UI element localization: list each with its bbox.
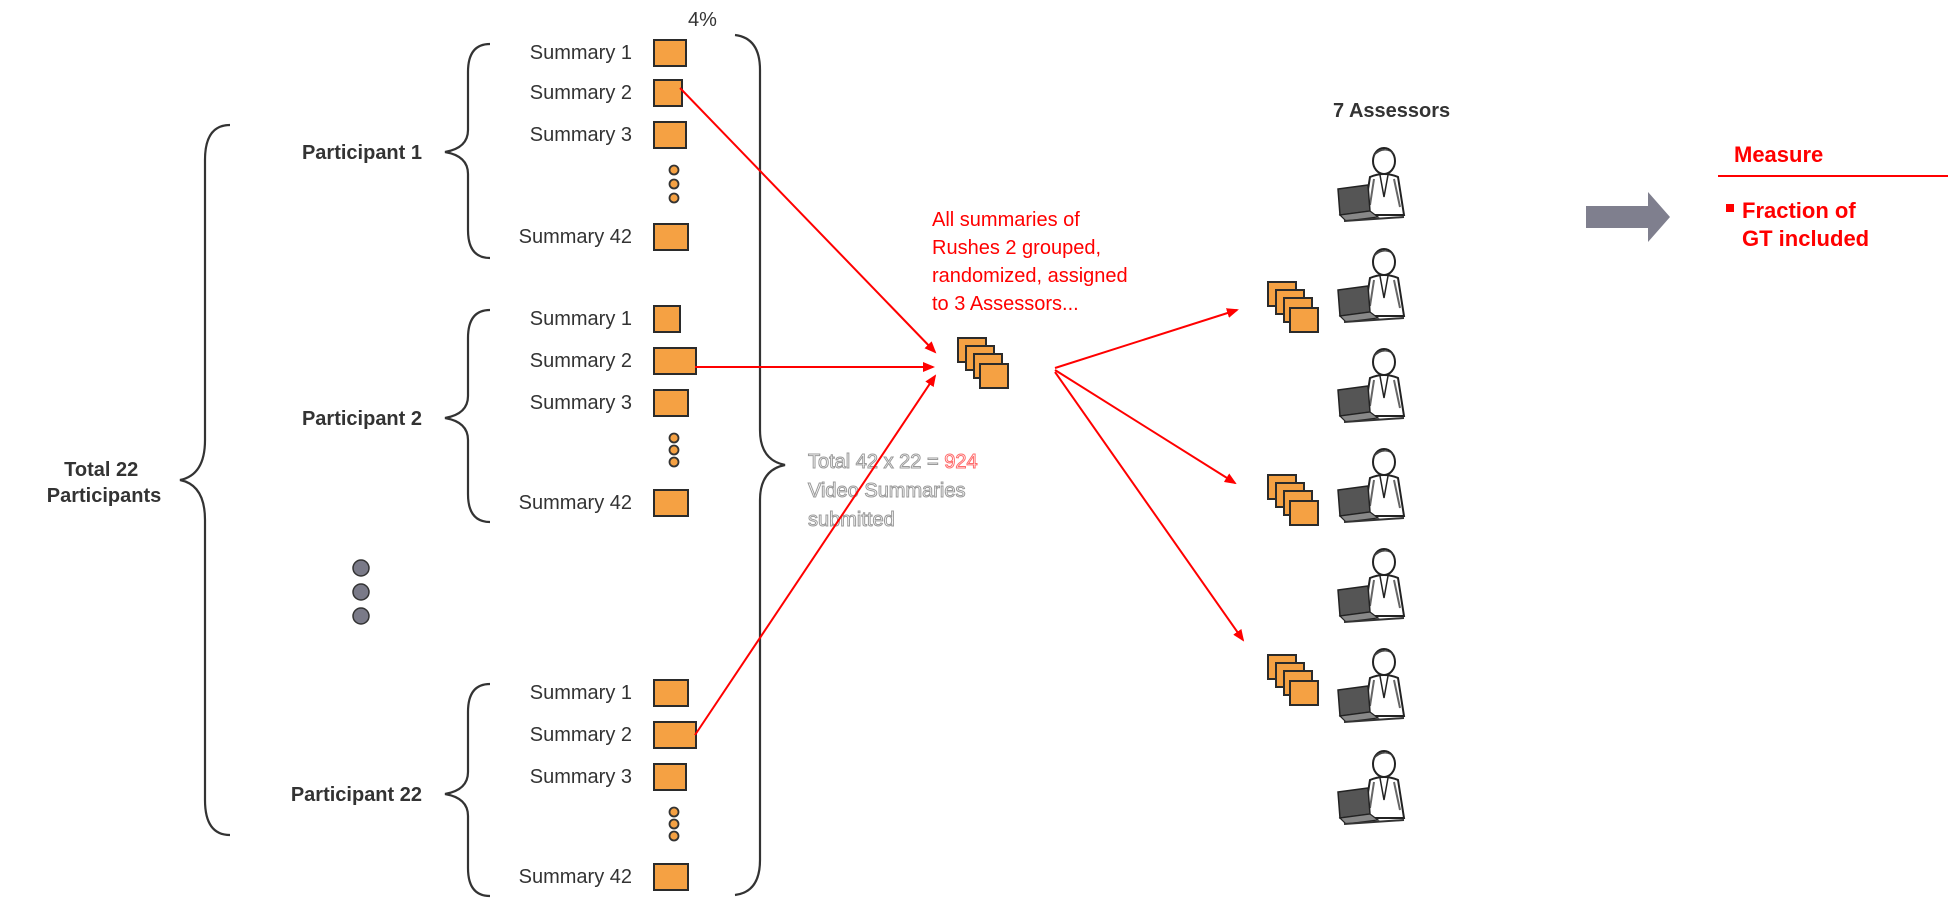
arrow-pool-to-group3	[1054, 371, 1245, 642]
assessor-icon	[1337, 348, 1405, 423]
percent-label: 4%	[688, 9, 717, 31]
assigned-summaries-stack-icon	[1267, 654, 1319, 706]
assessor-icon	[1337, 648, 1405, 723]
arrow-pool-to-group2	[1054, 369, 1237, 485]
summary-label: Summary 42	[519, 866, 632, 888]
measure-title: Measure	[1734, 142, 1823, 167]
participant-label: Participant 22	[291, 784, 422, 806]
arrow-participant1-to-pool	[679, 87, 937, 354]
assessors-column	[1337, 147, 1405, 825]
assigned-summaries-stack-icon	[1267, 474, 1319, 526]
participant-label: Participant 2	[302, 408, 422, 430]
summary-box	[653, 121, 687, 149]
total-participants-label: Total 22 Participants	[47, 459, 161, 507]
arrow-participant22-to-pool	[694, 374, 937, 736]
participant-brace	[444, 682, 491, 898]
participant-brace	[444, 42, 491, 260]
summary-label: Summary 42	[519, 226, 632, 248]
arrow-pool-to-group1	[1054, 308, 1239, 369]
summary-box	[653, 863, 689, 891]
summary-box	[653, 305, 681, 333]
summary-box	[653, 679, 689, 707]
summary-label: Summary 3	[530, 392, 632, 414]
summary-label: Summary 42	[519, 492, 632, 514]
summary-label: Summary 3	[530, 124, 632, 146]
summary-label: Summary 2	[530, 82, 632, 104]
bullet-icon	[1726, 204, 1734, 212]
summary-box	[653, 489, 689, 517]
more-summaries-dot	[668, 444, 680, 456]
summary-box	[653, 721, 697, 749]
summary-label: Summary 1	[530, 308, 632, 330]
more-summaries-dot	[668, 830, 680, 842]
summary-label: Summary 1	[530, 682, 632, 704]
all-summaries-brace	[734, 33, 786, 897]
measure-item: Fraction of GT included	[1742, 198, 1869, 251]
summary-box	[653, 389, 689, 417]
summary-label: Summary 3	[530, 766, 632, 788]
assessors-title: 7 Assessors	[1333, 100, 1450, 122]
participants-group: Participant 1 Summary 1 Summary 2 Summary 3…	[291, 39, 697, 898]
grouping-note: All summaries of Rushes 2 grouped, rando…	[932, 209, 1133, 315]
summary-box	[653, 79, 683, 107]
participant-brace	[444, 308, 491, 524]
assigned-summaries-stack-icon	[1267, 281, 1319, 333]
summary-box	[653, 223, 689, 251]
more-summaries-dot	[668, 806, 680, 818]
more-summaries-dot	[668, 192, 680, 204]
total-summaries-note: Total 42 x 22 = 924 Video Summaries subm…	[808, 451, 982, 531]
assessor-icon	[1337, 548, 1405, 623]
participant-group: Participant 2 Summary 1 Summary 2 Summary 3…	[302, 305, 697, 524]
more-summaries-dot	[668, 818, 680, 830]
summary-box	[653, 763, 687, 791]
participant-label: Participant 1	[302, 142, 422, 164]
more-summaries-dot	[668, 178, 680, 190]
summary-box	[653, 39, 687, 67]
summary-label: Summary 2	[530, 724, 632, 746]
participant-group: Participant 1 Summary 1 Summary 2 Summary 3…	[302, 39, 689, 260]
pooled-summaries-stack-icon	[957, 337, 1009, 389]
more-summaries-dot	[668, 164, 680, 176]
summary-label: Summary 2	[530, 350, 632, 372]
summary-box	[653, 347, 697, 375]
assessor-icon	[1337, 750, 1405, 825]
more-participants-dots	[352, 559, 370, 625]
measure-arrow-icon	[1586, 192, 1670, 242]
total-participants-brace	[179, 123, 231, 837]
more-summaries-dot	[668, 456, 680, 468]
assessor-icon	[1337, 248, 1405, 323]
participant-group: Participant 22 Summary 1 Summary 2 Summary …	[291, 679, 697, 898]
summary-label: Summary 1	[530, 42, 632, 64]
assessor-icon	[1337, 147, 1405, 222]
more-summaries-dot	[668, 432, 680, 444]
assessor-icon	[1337, 448, 1405, 523]
